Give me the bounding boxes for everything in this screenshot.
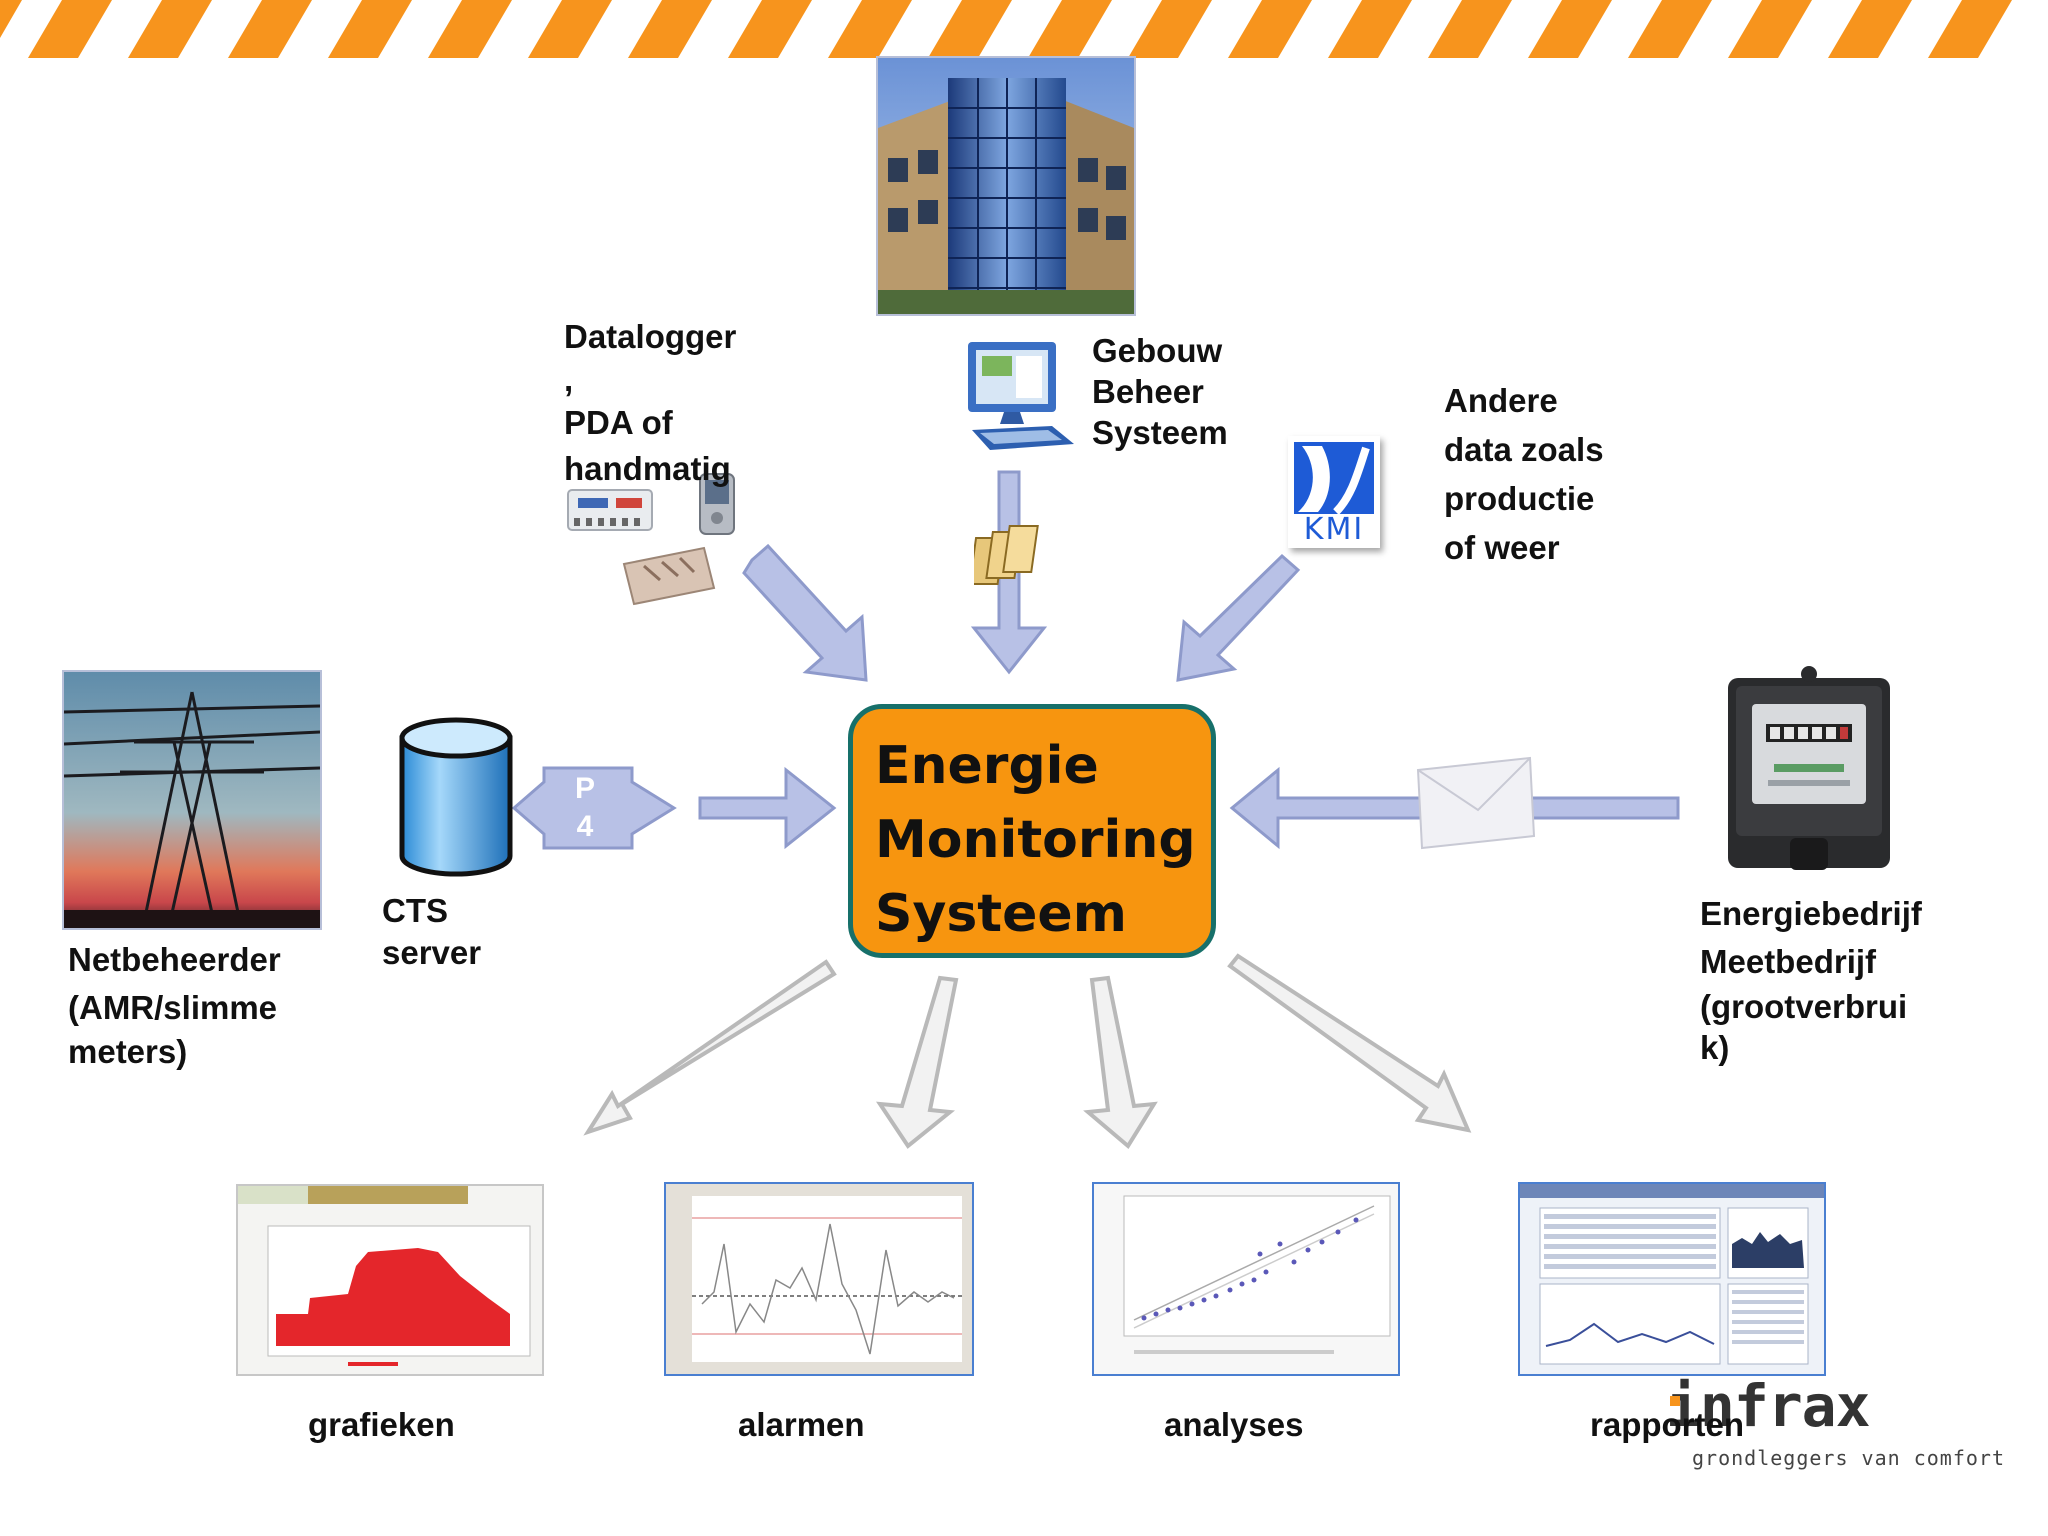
cts-label-line1: CTS: [382, 892, 448, 929]
kmi-logo: KMI: [1288, 436, 1380, 548]
andere-label-line2: data zoals: [1444, 431, 1604, 468]
andere-data-label: Andere data zoals productie of weer: [1444, 376, 1604, 572]
electricity-meter-icon: [1728, 666, 1890, 870]
alarmen-screenshot: [664, 1182, 974, 1376]
alarmen-label: alarmen: [738, 1406, 865, 1443]
gebouw-label-line1: Gebouw: [1092, 332, 1223, 369]
netbeheerder-label-line3: meters): [68, 1033, 188, 1070]
infrax-logo-tagline: grondleggers van comfort: [1692, 1446, 2005, 1470]
envelope-icon: [1416, 756, 1536, 850]
datalogger-label-line1: Datalogger: [564, 318, 737, 355]
energiebedrijf-label-line4: k): [1700, 1029, 1730, 1066]
p4-number: 4: [576, 810, 594, 843]
infrax-logo: infrax grondleggers van comfort: [1666, 1372, 2004, 1474]
rapporten-label: rapporten: [1590, 1406, 1745, 1443]
kmi-logo-text: KMI: [1303, 512, 1365, 547]
gebouw-label-line2: Beheer: [1092, 373, 1204, 410]
datalogger-label-line4: handmatig: [564, 450, 731, 487]
rapporten-screenshot: [1518, 1182, 1826, 1376]
center-title-line1: Energie: [875, 736, 1099, 796]
p4-letter: P: [574, 772, 595, 805]
arrow-from-datalogger: [742, 543, 868, 682]
cts-label-line2: server: [382, 934, 482, 971]
database-cylinder-icon: [399, 717, 513, 877]
center-title-line3: Systeem: [875, 884, 1127, 944]
building-photo: [876, 56, 1136, 316]
hazard-stripe: [0, 0, 2048, 58]
computer-icon: [968, 342, 1074, 450]
energiebedrijf-label-line2: Meetbedrijf: [1700, 943, 1877, 980]
arrow-to-alarmen: [876, 975, 959, 1149]
grafieken-label: grafieken: [308, 1406, 455, 1443]
cts-server-label: CTS server: [382, 890, 481, 974]
document-stack-icon: [974, 525, 1039, 585]
datalogger-devices-icon: [567, 473, 735, 606]
andere-label-line3: productie: [1444, 480, 1595, 517]
infrax-logo-wordmark: infrax: [1666, 1372, 1871, 1440]
gebouw-beheer-label: Gebouw Beheer Systeem: [1092, 330, 1228, 453]
netbeheerder-label: Netbeheerder (AMR/slimme meters): [68, 938, 281, 1074]
datalogger-label-line3: PDA of: [564, 404, 673, 441]
arrow-to-analyses: [1083, 975, 1158, 1150]
gebouw-label-line3: Systeem: [1092, 414, 1228, 451]
analyses-screenshot: [1092, 1182, 1400, 1376]
energiebedrijf-label: Energiebedrijf Meetbedrijf (grootverbrui…: [1700, 890, 1922, 1068]
arrow-from-kmi: [1176, 553, 1301, 682]
energiebedrijf-label-line3: (grootverbrui: [1700, 988, 1908, 1025]
andere-label-line1: Andere: [1444, 382, 1558, 419]
center-title-line2: Monitoring: [875, 810, 1196, 870]
netbeheerder-label-line1: Netbeheerder: [68, 941, 281, 978]
datalogger-label: Datalogger , PDA of handmatig: [564, 314, 736, 492]
grafieken-screenshot: [236, 1184, 544, 1376]
andere-label-line4: of weer: [1444, 529, 1560, 566]
datalogger-label-line2: ,: [564, 361, 574, 398]
p4-connector-label: P 4: [570, 770, 600, 846]
netbeheerder-label-line2: (AMR/slimme: [68, 989, 278, 1026]
analyses-label: analyses: [1164, 1406, 1304, 1443]
energie-monitoring-systeem-box: Energie Monitoring Systeem: [848, 704, 1216, 958]
arrow-to-grafieken: [583, 959, 837, 1136]
infrax-logo-dot: [1670, 1396, 1680, 1406]
power-pylon-photo: [62, 670, 322, 930]
double-arrow-p4: [511, 766, 677, 850]
energiebedrijf-label-line1: Energiebedrijf: [1700, 895, 1922, 932]
arrow-to-rapporten: [1227, 953, 1472, 1133]
arrow-from-cts: [698, 766, 837, 850]
